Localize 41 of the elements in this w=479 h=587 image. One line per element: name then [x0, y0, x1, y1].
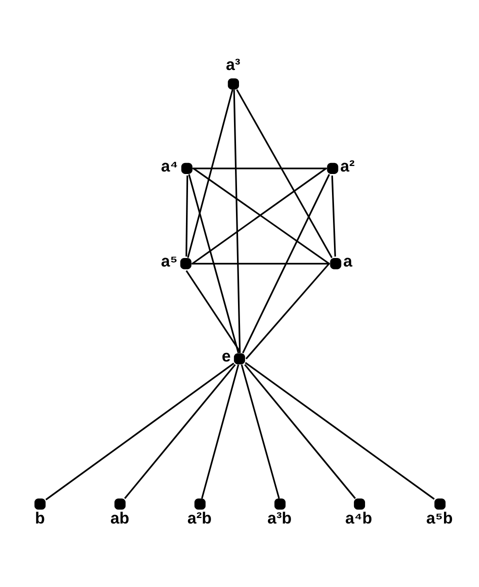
node-label: a³b	[267, 510, 292, 528]
node-circle	[228, 78, 239, 90]
connector	[201, 364, 240, 499]
node-label: ab	[110, 510, 130, 528]
node-label: a⁴b	[345, 510, 372, 528]
node-circle	[354, 498, 366, 510]
node-circle	[181, 162, 192, 174]
connector	[245, 263, 330, 360]
connector	[124, 364, 236, 499]
node-circle	[34, 498, 46, 510]
connector	[240, 364, 280, 499]
node-label: b	[34, 510, 45, 528]
connector	[186, 270, 241, 352]
node-circle	[194, 498, 206, 510]
node-label: a	[343, 252, 352, 270]
connector	[186, 176, 188, 257]
connector	[233, 90, 241, 354]
node-circle	[330, 258, 342, 270]
connector	[45, 362, 234, 500]
node-circle	[327, 162, 338, 174]
connector	[242, 174, 330, 354]
connector	[187, 89, 234, 258]
node-circle	[114, 498, 126, 510]
connector	[188, 174, 240, 354]
connector	[192, 168, 327, 170]
connector	[236, 89, 333, 258]
node-circle	[234, 353, 246, 364]
node-label: a⁵b	[426, 510, 453, 528]
node-circle	[180, 258, 192, 270]
node-label: a⁵	[161, 252, 178, 270]
connector	[192, 262, 330, 264]
node-label: a²	[340, 157, 355, 176]
node-circle	[434, 498, 446, 510]
connector	[331, 176, 336, 257]
connector	[244, 364, 356, 499]
node-circle	[274, 498, 286, 510]
connector	[244, 362, 435, 500]
node-label: a⁴	[161, 157, 178, 176]
node-label: e	[222, 348, 231, 366]
node-label: a³	[226, 56, 240, 74]
node-label: a²b	[187, 510, 212, 528]
